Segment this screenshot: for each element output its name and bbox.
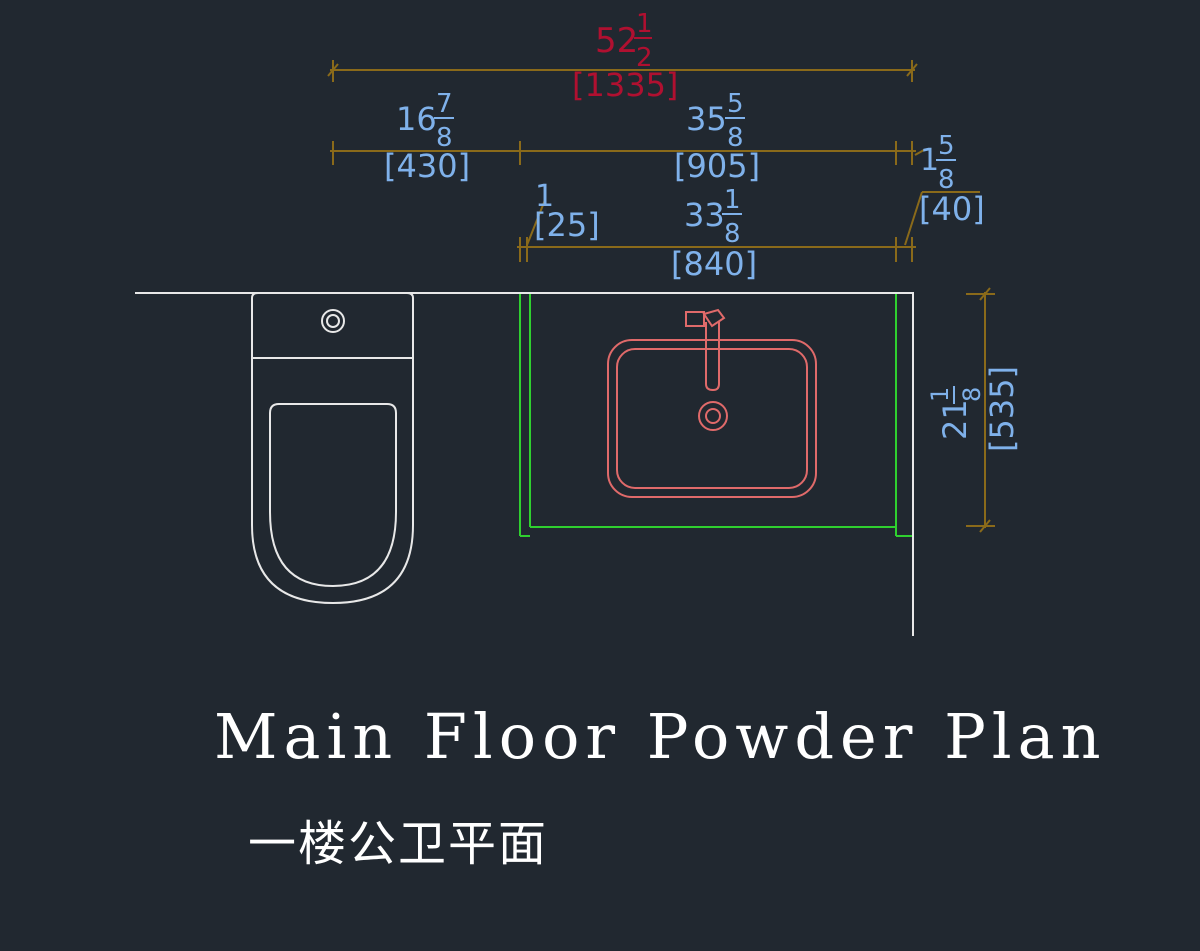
right-gap-dim-metric: [40] <box>919 190 985 228</box>
left-dim-whole: 16 <box>396 100 437 138</box>
left-side-dim-num: 1 <box>535 179 554 214</box>
sink-basin <box>607 308 817 498</box>
depth-dim-num: 1 <box>926 387 954 402</box>
inner-dim-num: 1 <box>724 185 741 215</box>
vanity-dim-metric: [905] <box>674 147 760 185</box>
depth-dim-den: 8 <box>958 387 986 402</box>
inner-dim-metric: [840] <box>671 245 757 283</box>
vanity-dim-den: 8 <box>727 123 744 153</box>
left-dim-metric: [430] <box>384 147 470 185</box>
toilet <box>251 292 414 605</box>
overall-dim-metric: [1335] <box>572 66 678 104</box>
left-dim-den: 8 <box>436 123 453 153</box>
vanity <box>519 294 912 537</box>
inner-dim-whole: 33 <box>684 196 725 234</box>
overall-dim-whole: 52 <box>595 21 638 61</box>
depth-dimension: 21 1 8 [535] <box>926 287 1021 533</box>
overall-dimension: 52 1 2 [1335] <box>327 9 918 104</box>
right-gap-dim-num: 5 <box>938 131 955 161</box>
inner-dimensions: 1 [25] 33 1 8 [840] <box>517 179 980 283</box>
vanity-dim-num: 5 <box>727 89 744 119</box>
overall-dim-den: 2 <box>636 43 653 73</box>
left-side-dim-metric: [25] <box>534 206 600 244</box>
vanity-dim-whole: 35 <box>686 100 727 138</box>
overall-dim-num: 1 <box>636 9 653 39</box>
segment-dimensions: 16 7 8 [430] 35 5 8 [905] 1 5 8 [40] <box>330 89 985 228</box>
inner-dim-den: 8 <box>724 219 741 249</box>
drawing-title: Main Floor Powder Plan <box>214 700 1107 773</box>
left-dim-num: 7 <box>436 89 453 119</box>
depth-dim-metric: [535] <box>983 366 1021 452</box>
drawing-subtitle: 一楼公卫平面 <box>248 816 549 872</box>
depth-dim-whole: 21 <box>936 399 974 440</box>
right-gap-dim-whole: 1 <box>920 143 939 178</box>
right-gap-dim-den: 8 <box>938 165 955 195</box>
